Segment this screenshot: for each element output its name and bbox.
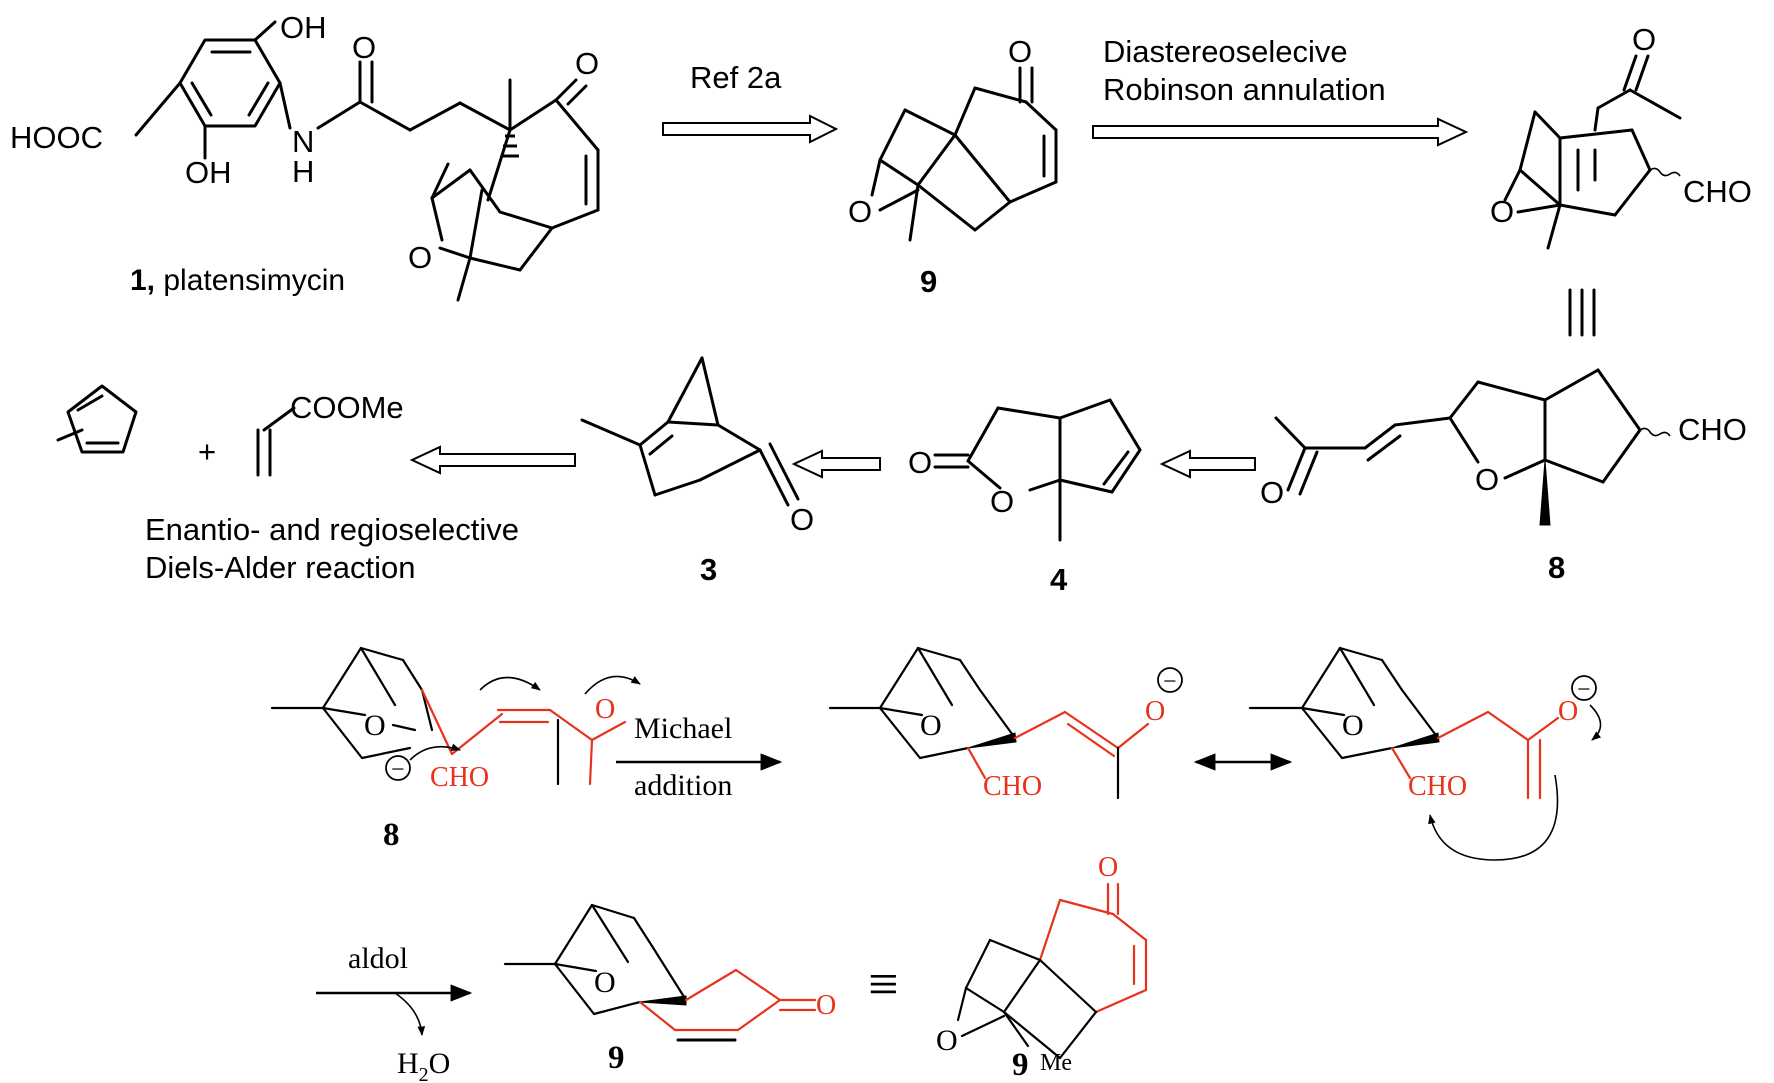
enolate1-charge: − (1163, 669, 1177, 695)
c9-ketone-o: O (1008, 34, 1032, 69)
mech9-ketone-o: O (816, 990, 836, 1021)
final9-ether-o: O (936, 1024, 958, 1057)
michael-line1: Michael (634, 712, 732, 745)
arrow-ref-2a-label: Ref 2a (690, 60, 782, 95)
enolate2-cho: CHO (1408, 771, 1467, 802)
ether-o-label: O (408, 240, 432, 275)
final9-ketone-o: O (1098, 852, 1118, 883)
robinson-line1: Diastereoselecive (1103, 34, 1348, 69)
oh-bottom-label: OH (185, 155, 232, 190)
mech9-label: 9 (608, 1040, 625, 1076)
enolate1-ether-o: O (920, 709, 942, 742)
arrow-4-from-8 (1159, 449, 1256, 479)
methyl-hash (501, 134, 519, 158)
compound-3-label: 3 (700, 552, 717, 587)
mech8-ketone-o: O (595, 694, 615, 725)
equivalence-vertical (1568, 288, 1596, 337)
mech-enolate-2: O CHO O − (1248, 646, 1602, 861)
compound-methyl-acrylate: COOMe (256, 390, 404, 477)
final-compound-9: O O 9 Me (936, 852, 1148, 1083)
annul-cho: CHO (1683, 174, 1752, 209)
compound-3: O 3 (580, 356, 814, 587)
annul-ether-o: O (1490, 194, 1514, 229)
arrow-ref-2a: Ref 2a (662, 60, 839, 144)
mech8-ether-o: O (364, 709, 386, 742)
compound-8-top-label: 8 (1548, 550, 1565, 585)
acrylate-coome: COOMe (290, 390, 404, 425)
enolate2-ether-o: O (1342, 709, 1364, 742)
mech9-ether-o: O (594, 966, 616, 999)
compound-1-label: 1, platensimycin (130, 264, 345, 297)
water-label: H2O (397, 1047, 450, 1083)
plus-sign: + (198, 434, 216, 469)
mech8-charge: − (391, 757, 405, 783)
diels-alder-line1: Enantio- and regioselective (145, 512, 519, 547)
c8-ring-o: O (1475, 462, 1499, 497)
arrow-robinson: Diastereoselecive Robinson annulation (1092, 34, 1469, 147)
oh-top-label: OH (280, 10, 327, 45)
aldol-label: aldol (348, 942, 408, 975)
compound-annulation-product: O O CHO (1490, 22, 1752, 250)
final9-label: 9 (1012, 1047, 1029, 1083)
enolate1-o: O (1145, 696, 1165, 727)
mech8-cho: CHO (430, 762, 489, 793)
arrow-diels-alder: Enantio- and regioselective Diels-Alder … (145, 445, 576, 585)
benzene-ring (178, 38, 282, 128)
compound-9-top-label: 9 (920, 264, 937, 299)
michael-line2: addition (634, 769, 732, 802)
c4-carbonyl-o: O (908, 445, 932, 480)
enolate1-cho: CHO (983, 771, 1042, 802)
enolate2-o: O (1558, 696, 1578, 727)
compound-4: O O 4 (908, 398, 1142, 597)
enolate2-charge: − (1577, 677, 1591, 703)
final9-me: Me (1040, 1050, 1072, 1076)
mech8-label: 8 (383, 817, 400, 853)
compound-4-label: 4 (1050, 562, 1068, 597)
amide-n-label: N (292, 124, 314, 159)
amide-o-label: O (352, 30, 376, 65)
compound-platensimycin: OH OH HOOC N H O O O (10, 10, 600, 302)
equivalence-sign: ≡ (868, 954, 898, 1014)
enone-o-label: O (575, 46, 599, 81)
c3-ketone-o: O (790, 502, 814, 537)
arrow-michael: Michael addition (616, 712, 783, 802)
mech-compound-8: O CHO O − 8 (270, 646, 641, 853)
robinson-line2: Robinson annulation (1103, 72, 1386, 107)
compound-9-top: O O 9 (848, 34, 1058, 299)
compound-cyclopentadiene (56, 384, 138, 454)
diels-alder-line2: Diels-Alder reaction (145, 550, 416, 585)
annul-ketone-o: O (1632, 22, 1656, 57)
c8-ketone-o: O (1260, 475, 1284, 510)
c8-cho: CHO (1678, 412, 1747, 447)
hooc-label: HOOC (10, 120, 103, 155)
compound-8-top: O O CHO 8 (1260, 368, 1747, 585)
arrow-3-from-4 (791, 449, 881, 479)
mech-compound-9: O O 9 (503, 903, 836, 1076)
c4-ring-o: O (990, 484, 1014, 519)
amide-h-label: H (292, 154, 314, 189)
arrow-aldol: aldol H2O (316, 942, 473, 1083)
mech-enolate-1: O CHO O − (828, 646, 1183, 802)
c9-ether-o: O (848, 194, 872, 229)
